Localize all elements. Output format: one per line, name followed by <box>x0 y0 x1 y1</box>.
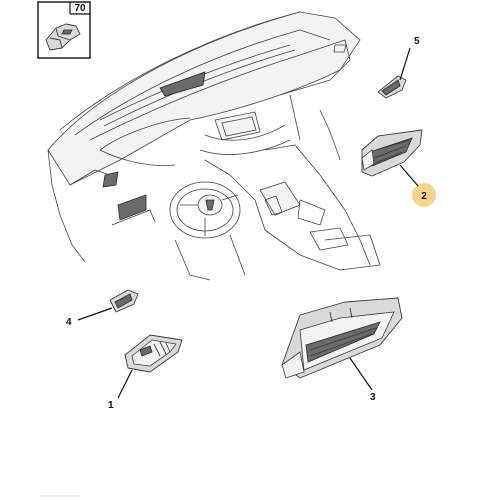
callout-2-highlight <box>412 183 436 207</box>
dashboard-illustration <box>47 11 381 281</box>
inset-label: 70 <box>74 3 86 14</box>
part-2-vent <box>361 129 423 177</box>
leader-3 <box>349 357 373 391</box>
callout-4: 4 <box>66 317 72 328</box>
callout-2: 2 <box>421 191 427 202</box>
callout-3: 3 <box>370 392 376 403</box>
leader-2 <box>399 164 419 187</box>
steering-wheel <box>169 181 241 239</box>
part-4-vent <box>109 289 139 313</box>
leader-4 <box>77 307 113 321</box>
leader-1 <box>117 369 133 399</box>
part-3-vent <box>281 297 403 379</box>
part-5-vent <box>377 75 407 99</box>
part-1-vent <box>124 334 183 373</box>
clip-part-icon <box>45 23 81 51</box>
inset-box: 70 <box>37 1 91 59</box>
leader-5 <box>399 47 411 81</box>
callout-1: 1 <box>108 400 114 411</box>
callout-5: 5 <box>414 36 420 47</box>
